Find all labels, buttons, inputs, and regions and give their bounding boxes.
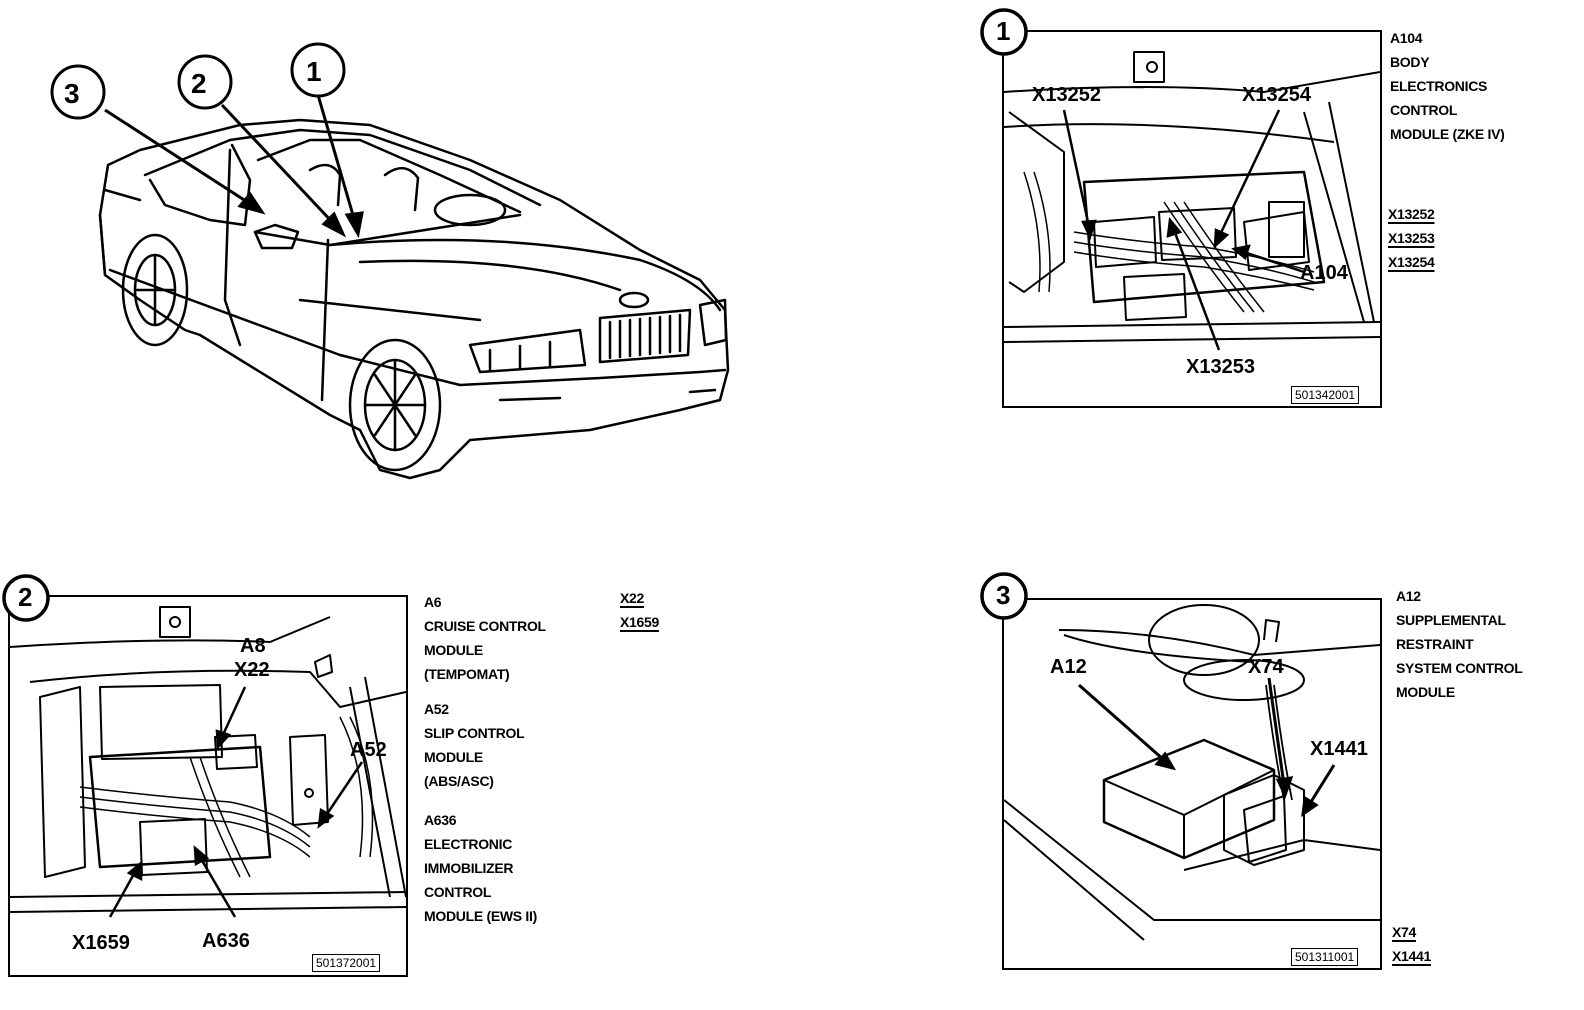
panel-1-callout-x13253: X13253	[1186, 356, 1255, 378]
panel-1-illustration	[1004, 51, 1380, 351]
caption-line: A52	[424, 701, 449, 717]
connector-label: X22	[620, 590, 645, 606]
caption-line: IMMOBILIZER	[424, 860, 514, 876]
panel-3-badge-number: 3	[996, 580, 1011, 610]
connector-label: X13254	[1388, 254, 1435, 270]
panel-3-badge	[980, 572, 1028, 620]
panel-1-connector-list: X13252 X13253 X13254	[1388, 202, 1435, 274]
caption-line: MODULE (EWS II)	[424, 908, 537, 924]
caption-line: MODULE	[1396, 684, 1455, 700]
panel-3-callout-x74: X74	[1248, 656, 1284, 678]
caption-line: BODY	[1390, 54, 1430, 70]
caption-line: ELECTRONIC	[424, 836, 513, 852]
caption-line: A12	[1396, 588, 1421, 604]
panel-2-callout-a8: A8	[240, 635, 266, 657]
panel-1-badge-number: 1	[996, 16, 1011, 46]
caption-line: (TEMPOMAT)	[424, 666, 510, 682]
panel-2-frame: A8 X22 A52 X1659 A636 501372001	[8, 595, 408, 977]
caption-line: A6	[424, 594, 442, 610]
panel-1-callout-x13252: X13252	[1032, 84, 1101, 106]
overview-callout-1: 1	[306, 56, 322, 87]
caption-line: MODULE	[424, 642, 483, 658]
panel-2-caption-a6: A6 CRUISE CONTROL MODULE (TEMPOMAT)	[424, 590, 546, 686]
connector-label: X13253	[1388, 230, 1435, 246]
panel-3-callout-x1441: X1441	[1310, 738, 1368, 760]
panel-1-figure-code: 501342001	[1291, 386, 1360, 404]
caption-line: MODULE	[424, 749, 483, 765]
panel-3-connector-list: X74 X1441	[1392, 920, 1431, 968]
panel-1-frame: X13252 X13254 A104 X13253 501342001	[1002, 30, 1382, 408]
panel-2-badge	[2, 574, 50, 622]
connector-label: X74	[1392, 924, 1417, 940]
caption-line: ELECTRONICS	[1390, 78, 1488, 94]
car-illustration	[50, 42, 730, 480]
panel-3-illustration	[1004, 604, 1380, 941]
panel-1-caption: A104 BODY ELECTRONICS CONTROL MODULE (ZK…	[1390, 26, 1505, 146]
panel-3-callout-a12: A12	[1050, 656, 1087, 678]
connector-label: X1441	[1392, 948, 1431, 964]
panel-2-figure-code: 501372001	[312, 954, 381, 972]
panel-2-callout-x22: X22	[234, 659, 270, 681]
panel-1-callout-x13254: X13254	[1242, 84, 1311, 106]
panel-2-callout-a636: A636	[202, 930, 250, 952]
panel-2-caption-a52: A52 SLIP CONTROL MODULE (ABS/ASC)	[424, 697, 525, 793]
panel-1-badge	[980, 8, 1028, 56]
caption-line: RESTRAINT	[1396, 636, 1474, 652]
caption-line: CONTROL	[1390, 102, 1458, 118]
panel-3-figure-code: 501311001	[1291, 948, 1359, 966]
panel-2-illustration	[10, 606, 406, 918]
overview-callout-2: 2	[191, 68, 207, 99]
panel-3-frame: A12 X74 X1441 501311001	[1002, 598, 1382, 970]
caption-line: A104	[1390, 30, 1423, 46]
panel-2-badge-number: 2	[18, 582, 33, 612]
connector-label: X13252	[1388, 206, 1435, 222]
panel-2-callout-x1659: X1659	[72, 932, 130, 954]
caption-line: CONTROL	[424, 884, 492, 900]
panel-2-callout-a52: A52	[350, 739, 387, 761]
panel-1-callout-a104: A104	[1300, 262, 1348, 284]
panel-2-caption-a636: A636 ELECTRONIC IMMOBILIZER CONTROL MODU…	[424, 808, 537, 928]
overview-callout-3: 3	[64, 78, 80, 109]
panel-3-caption: A12 SUPPLEMENTAL RESTRAINT SYSTEM CONTRO…	[1396, 584, 1523, 704]
caption-line: (ABS/ASC)	[424, 773, 494, 789]
caption-line: SUPPLEMENTAL	[1396, 612, 1506, 628]
caption-line: CRUISE CONTROL	[424, 618, 546, 634]
connector-label: X1659	[620, 614, 659, 630]
caption-line: MODULE (ZKE IV)	[1390, 126, 1505, 142]
caption-line: SLIP CONTROL	[424, 725, 525, 741]
caption-line: A636	[424, 812, 457, 828]
panel-2-connector-list: X22 X1659	[620, 586, 659, 634]
caption-line: SYSTEM CONTROL	[1396, 660, 1523, 676]
